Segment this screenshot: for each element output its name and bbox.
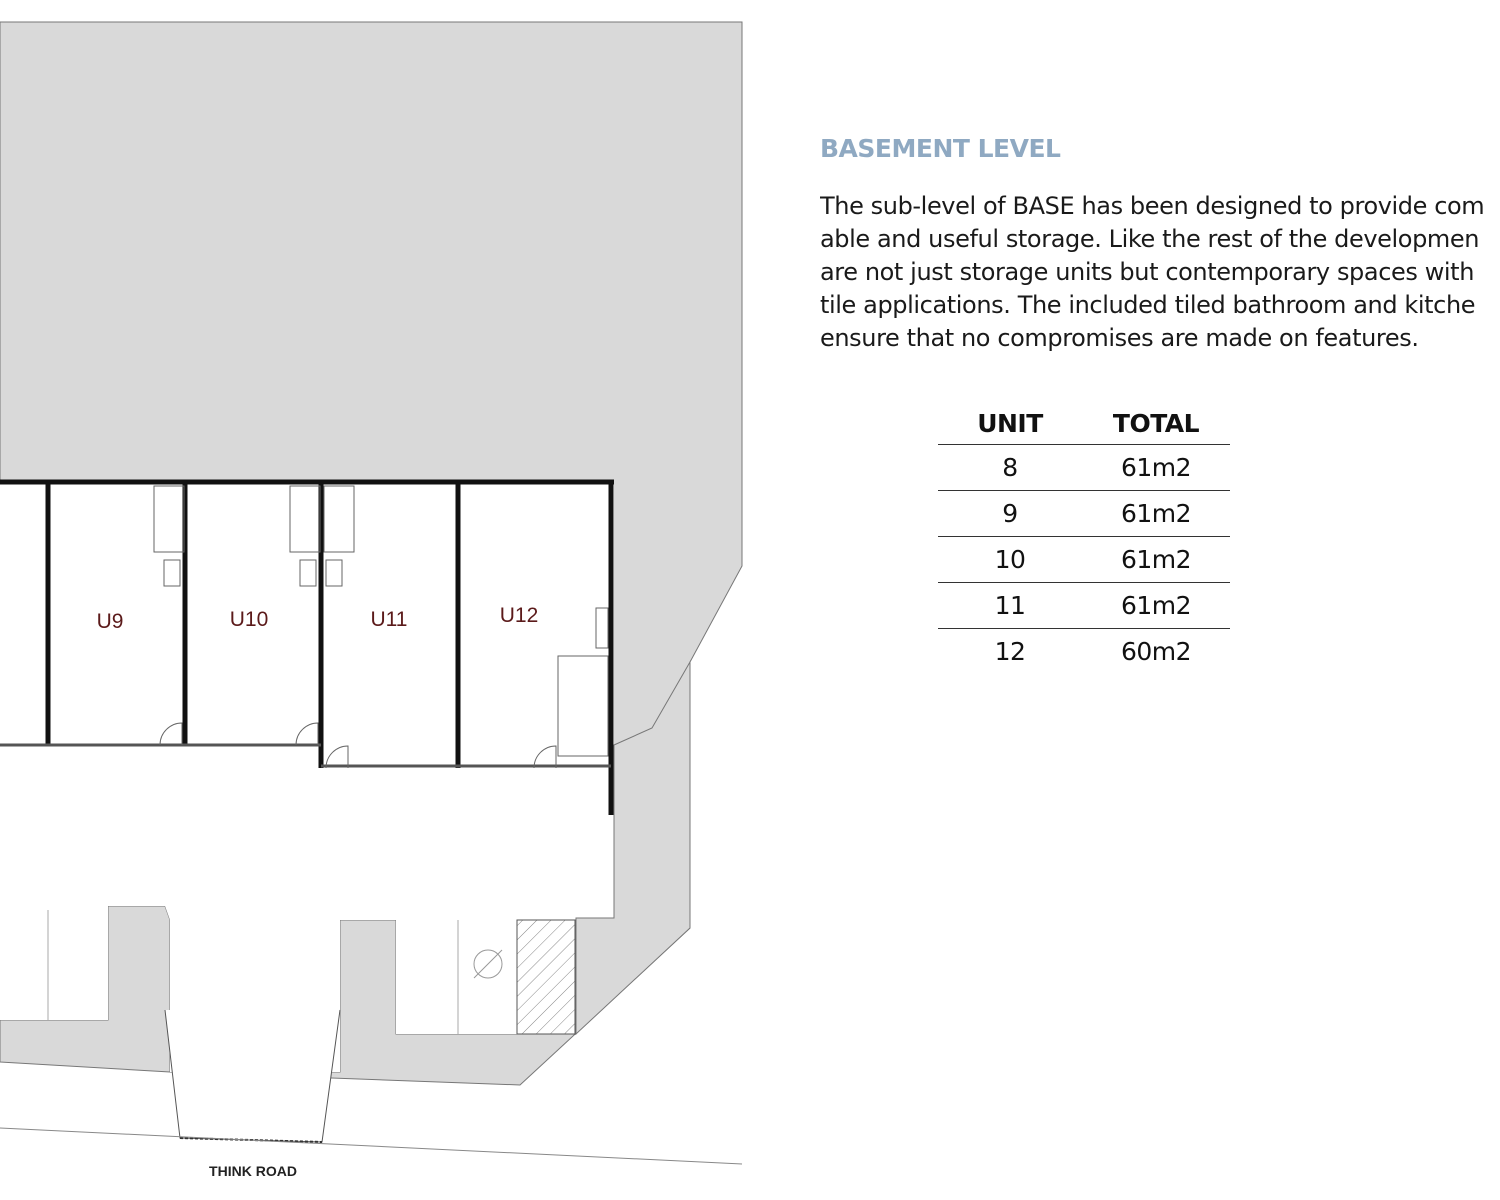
unit-label-u12: U12: [500, 604, 539, 627]
fixtures: [153, 485, 609, 757]
unit-label-u9: U9: [97, 610, 124, 633]
description-line: tile applications. The included tiled ba…: [820, 291, 1476, 319]
table-row: 10 61m2: [938, 536, 1230, 583]
section-description: The sub-level of BASE has been designed …: [820, 190, 1500, 355]
unit-label-u11: U11: [371, 608, 408, 631]
description-line: are not just storage units but contempor…: [820, 258, 1475, 286]
description-line: The sub-level of BASE has been designed …: [820, 192, 1485, 220]
units-block: [0, 482, 614, 767]
table-row: 9 61m2: [938, 490, 1230, 537]
unit-total: 61m2: [1082, 444, 1230, 491]
turn-symbol-line: [473, 949, 503, 979]
table-row: 12 60m2: [938, 629, 1230, 675]
unit-number: 8: [938, 444, 1082, 491]
driveway: [0, 768, 614, 1072]
column-header-unit: UNIT: [938, 402, 1082, 445]
table-row: 8 61m2: [938, 444, 1230, 491]
turn-symbol: [473, 949, 503, 979]
unit-number: 10: [938, 536, 1082, 583]
road-label: THINK ROAD: [209, 1163, 297, 1179]
table-row: 11 61m2: [938, 582, 1230, 629]
info-panel: BASEMENT LEVEL The sub-level of BASE has…: [820, 0, 1500, 1200]
side-wedge: [575, 660, 691, 1036]
hatched-bin-area: [516, 919, 576, 1035]
unit-total: 60m2: [1120, 637, 1192, 666]
unit-total: 61m2: [1082, 582, 1230, 629]
unit-number: 9: [938, 490, 1082, 537]
unit-total: 61m2: [1082, 490, 1230, 537]
description-line: able and useful storage. Like the rest o…: [820, 225, 1480, 253]
entry-ramp: [164, 1009, 341, 1143]
unit-number: 11: [938, 582, 1082, 629]
floor-plan: U9 U10 U11 U12 THINK ROAD: [0, 0, 745, 1200]
unit-number: 12: [994, 637, 1026, 666]
road-boundary: [0, 1127, 743, 1165]
section-title: BASEMENT LEVEL: [820, 134, 1061, 163]
column-header-total: TOTAL: [1082, 402, 1230, 445]
floor-plan-drawing: U9 U10 U11 U12 THINK ROAD: [0, 21, 743, 1179]
unit-area-table: UNIT TOTAL 8 61m2 9 61m2 10 61m2 11 61m2: [938, 402, 1230, 674]
unit-total: 61m2: [1082, 536, 1230, 583]
doors: [159, 722, 557, 769]
description-line: ensure that no compromises are made on f…: [820, 324, 1419, 352]
table-header-row: UNIT TOTAL: [938, 402, 1230, 445]
unit-label-u10: U10: [230, 608, 269, 631]
